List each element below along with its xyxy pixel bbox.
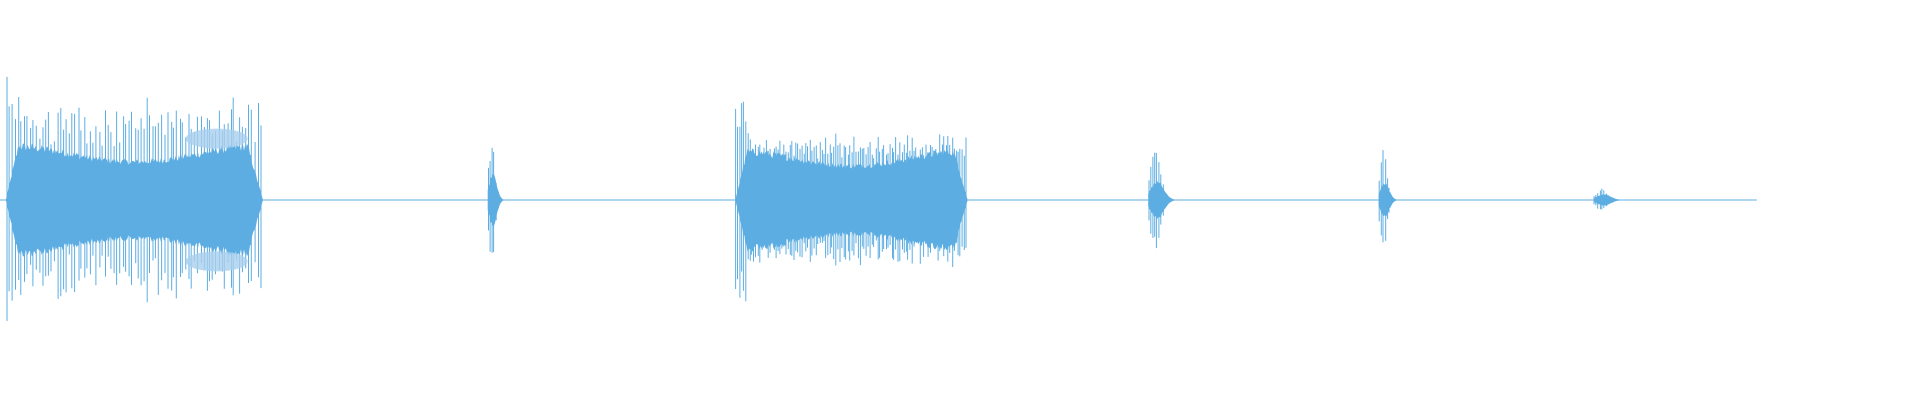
- waveform-burst-6: [1593, 188, 1634, 210]
- waveform-burst-2: [487, 147, 509, 253]
- waveform-burst-1-highlight-top: [185, 128, 248, 149]
- waveform-burst-4-body: [1148, 180, 1185, 220]
- waveform-burst-5: [1378, 150, 1404, 243]
- waveform-burst-1: [5, 76, 264, 321]
- waveform-burst-1-highlight-bottom: [185, 251, 248, 272]
- waveform-burst-4: [1148, 152, 1185, 249]
- waveform-burst-1-body: [5, 143, 264, 257]
- waveform-segments: [5, 76, 1634, 321]
- waveform-burst-3: [735, 101, 968, 302]
